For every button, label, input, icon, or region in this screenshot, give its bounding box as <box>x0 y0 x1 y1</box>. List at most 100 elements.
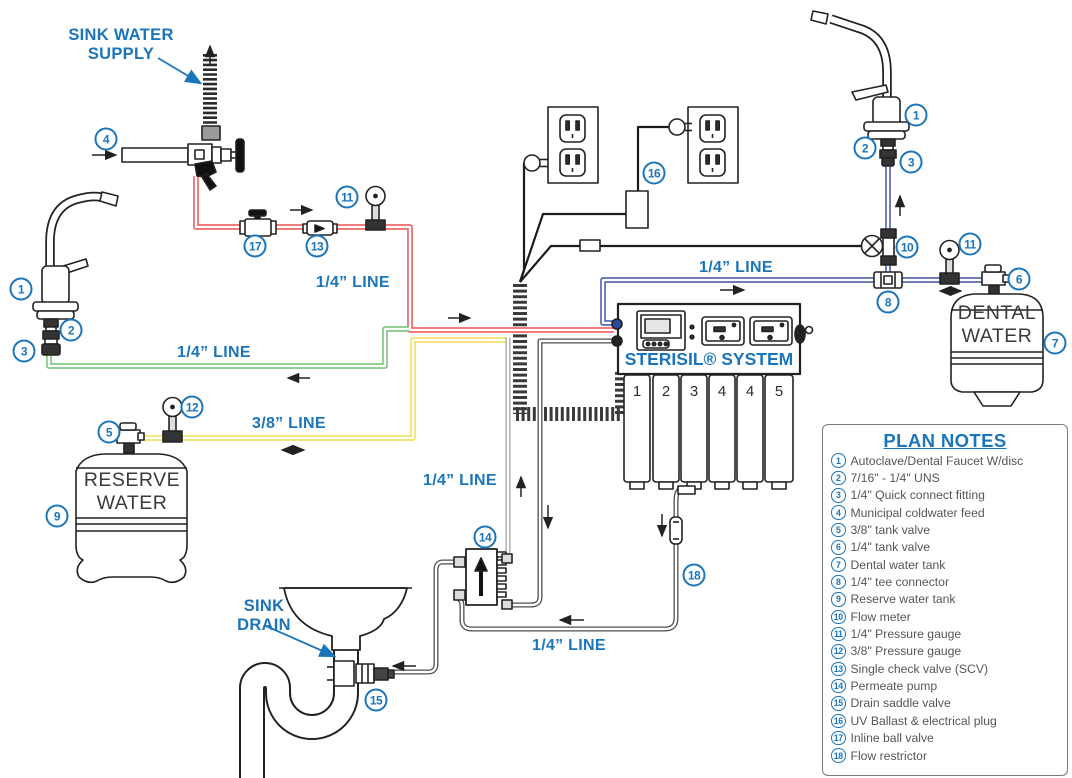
plan-note-number: 18 <box>831 748 846 763</box>
plan-note-text: Flow meter <box>850 609 911 624</box>
plan-note-text: Single check valve (SCV) <box>850 661 989 676</box>
plan-note-text: Reserve water tank <box>850 592 956 607</box>
line-size-label: 1/4” LINE <box>532 637 606 654</box>
uv-module <box>701 316 745 346</box>
drain-saddle-valve <box>327 660 395 687</box>
plan-note-text: Dental water tank <box>850 557 946 572</box>
plan-note-number: 17 <box>831 730 846 746</box>
plan-note-number: 1 <box>831 453 846 468</box>
permeate-line <box>499 338 510 560</box>
blue-line-horizontal <box>601 278 984 325</box>
plan-note-text: 3/8" tank valve <box>850 523 931 538</box>
plan-note-text: Inline ball valve <box>850 731 934 746</box>
left-outlet <box>547 106 599 184</box>
pressure-gauge-red <box>365 185 386 231</box>
outlet-port <box>794 324 806 344</box>
plan-note-item: 4 Municipal coldwater feed <box>831 504 1067 521</box>
pump-port <box>501 599 513 610</box>
callout-9: 9 <box>45 504 69 528</box>
callout-7: 7 <box>1043 331 1067 355</box>
colon-dot <box>689 324 695 330</box>
pump-port <box>453 589 466 601</box>
water-lines <box>45 14 984 778</box>
plan-note-item: 7 Dental water tank <box>831 556 1067 573</box>
electrical-conduit <box>203 54 629 421</box>
outlet-port-small <box>804 325 814 335</box>
plan-note-item: 10 Flow meter <box>831 608 1067 625</box>
line-size-label: 1/4” LINE <box>699 259 773 276</box>
plan-note-number: 2 <box>831 470 846 486</box>
plan-note-number: 10 <box>831 609 846 625</box>
dental-water-tank <box>950 293 1044 407</box>
sink-drain-pointer-arrow <box>265 625 337 658</box>
sink-drain-trap <box>241 640 357 778</box>
pump-to-drain-line <box>392 559 457 675</box>
plan-note-text: 7/16" - 1/4" UNS <box>850 471 940 486</box>
left-autoclave-faucet <box>32 191 119 356</box>
plan-note-text: Municipal coldwater feed <box>850 505 985 520</box>
sterisil-head-unit <box>611 302 814 376</box>
plan-notes-title: PLAN NOTES <box>883 430 1007 451</box>
right-outlet <box>687 106 739 184</box>
plan-note-number: 14 <box>831 678 846 694</box>
plan-note-text: 1/4" tank valve <box>850 540 931 555</box>
red-feed-line <box>194 176 614 332</box>
flow-restrictor <box>669 516 683 545</box>
plan-note-text: 1/4" tee connector <box>850 575 950 590</box>
cartridge-number: 2 <box>661 383 671 400</box>
pump-port <box>501 553 513 564</box>
callout-6: 6 <box>1007 267 1031 291</box>
electrical-plug <box>523 154 548 172</box>
yellow-line <box>141 338 507 440</box>
plan-notes-list: 1 Autoclave/Dental Faucet W/disc 2 7/16" - … <box>823 452 1067 764</box>
plan-note-item: 11 1/4" Pressure gauge <box>831 625 1067 642</box>
pressure-gauge-yellow <box>162 396 183 443</box>
wire-connector <box>579 239 601 252</box>
inlet-port-blue <box>611 318 623 330</box>
plan-note-text: Autoclave/Dental Faucet W/disc <box>850 453 1024 468</box>
callout-3: 3 <box>12 339 36 363</box>
left-faucet-spout <box>47 193 109 300</box>
flow-meter <box>860 228 897 266</box>
permeate-pump <box>453 548 513 610</box>
sink-bowl <box>279 587 412 651</box>
plan-note-text: UV Ballast & electrical plug <box>850 713 997 728</box>
plan-note-number: 4 <box>831 505 846 520</box>
callout-16: 16 <box>642 161 666 185</box>
quarter-tank-valve <box>981 264 1010 295</box>
callout-17: 17 <box>243 234 267 258</box>
callout-2: 2 <box>853 136 877 160</box>
callout-2: 2 <box>59 318 83 342</box>
threeeighth-tank-valve <box>116 422 145 454</box>
sink-supply-pointer-arrow <box>157 57 203 85</box>
cartridge-number: 1 <box>632 383 642 400</box>
callout-3: 3 <box>899 150 923 174</box>
callout-12: 12 <box>180 395 204 419</box>
plan-note-number: 11 <box>831 626 846 642</box>
plan-note-number: 7 <box>831 557 846 572</box>
pump-port <box>453 556 466 568</box>
callout-10: 10 <box>895 235 919 259</box>
plan-note-number: 9 <box>831 592 846 607</box>
plan-note-number: 15 <box>831 696 846 711</box>
line-size-label: 1/4” LINE <box>423 472 497 489</box>
pump-flow-arrow <box>474 557 488 572</box>
cartridge-number: 4 <box>717 383 727 400</box>
callout-5: 5 <box>97 420 121 444</box>
callout-1: 1 <box>9 277 33 301</box>
plan-note-item: 17 Inline ball valve <box>831 730 1067 747</box>
plan-note-text: 1/4" Pressure gauge <box>850 627 962 642</box>
callout-1: 1 <box>904 103 928 127</box>
inline-ball-valve <box>239 209 277 237</box>
restrictor-drain-line <box>453 486 683 631</box>
